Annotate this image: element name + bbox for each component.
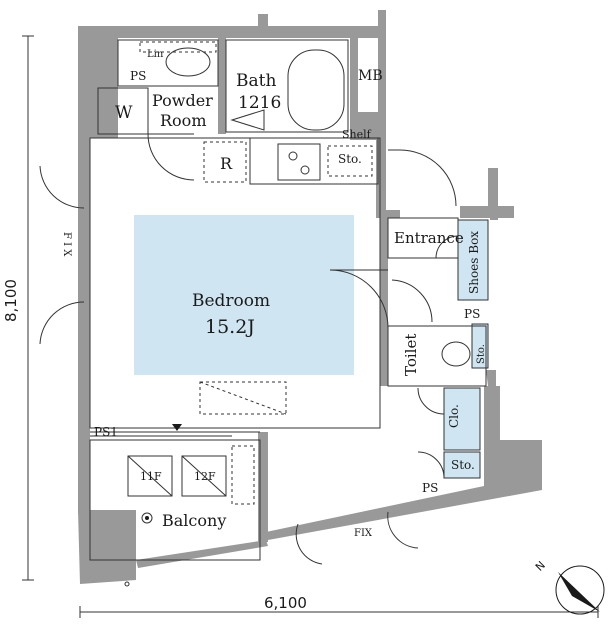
height-dimension: 8,100 bbox=[2, 279, 20, 322]
ps1-label: PS1 bbox=[94, 425, 118, 439]
toilet-label: Toilet bbox=[402, 334, 420, 376]
washer-label: W bbox=[115, 103, 133, 123]
kitchen-storage-label: Sto. bbox=[338, 152, 362, 166]
walls bbox=[78, 10, 542, 584]
balcony-label: Balcony bbox=[162, 511, 226, 530]
mb-label: MB bbox=[358, 68, 383, 84]
compass-north-label: N bbox=[533, 559, 548, 574]
powder-room-label-2: Room bbox=[160, 111, 206, 130]
bedroom-highlight bbox=[134, 215, 354, 375]
shelf-label: Shelf bbox=[342, 128, 372, 141]
ps-entrance-label: PS bbox=[464, 307, 480, 321]
toilet-storage-label: Sto. bbox=[476, 344, 487, 364]
bedroom-size: 15.2J bbox=[205, 316, 255, 338]
unit-12f-label: 12F bbox=[194, 470, 216, 483]
interior-lines bbox=[89, 39, 489, 587]
powder-room-label: Powder bbox=[152, 91, 213, 110]
bath-label: Bath bbox=[236, 71, 276, 91]
shoes-box-label: Shoes Box bbox=[467, 231, 481, 294]
closet-label: Clo. bbox=[447, 404, 461, 428]
doors bbox=[39, 109, 459, 565]
fix-bottom-label: FIX bbox=[354, 528, 373, 539]
bedroom-label: Bedroom bbox=[192, 291, 270, 311]
closet-storage-label: Sto. bbox=[451, 458, 475, 472]
north-arrow-icon bbox=[558, 572, 600, 612]
entrance-label: Entrance bbox=[394, 229, 464, 247]
range-label: R bbox=[220, 154, 233, 173]
linen-label: Lin bbox=[147, 49, 164, 60]
dimension-lines bbox=[22, 35, 599, 618]
unit-11f-label: 11F bbox=[140, 470, 162, 483]
compass: N bbox=[533, 559, 605, 615]
width-dimension: 6,100 bbox=[264, 594, 307, 612]
ps-balcony-label: PS bbox=[422, 481, 438, 495]
bath-size: 1216 bbox=[238, 93, 281, 113]
ps-top-label: PS bbox=[130, 69, 146, 83]
fix-left-label: F I X bbox=[61, 232, 72, 257]
